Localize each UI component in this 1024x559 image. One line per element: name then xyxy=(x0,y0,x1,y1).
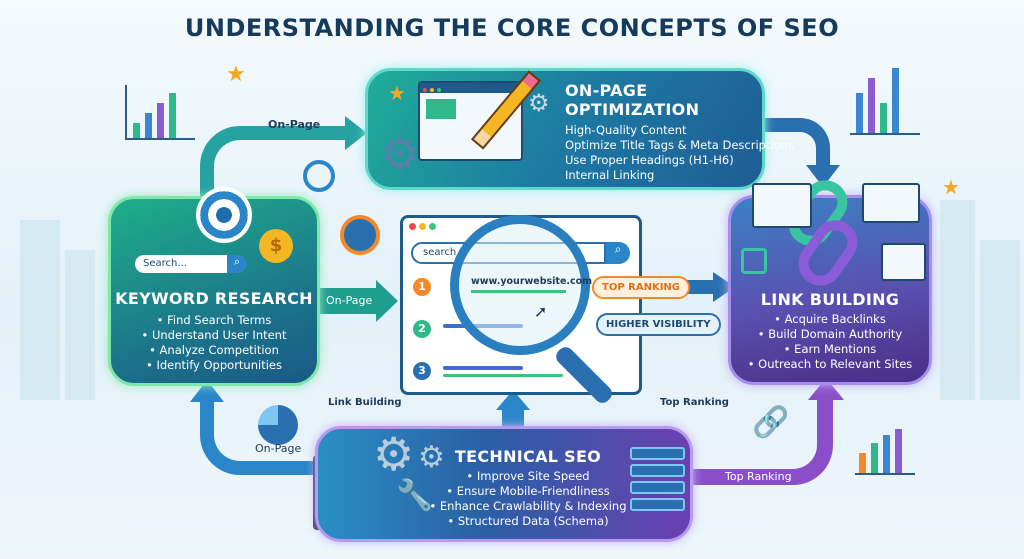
gear-icon: ⚙ xyxy=(528,89,550,117)
arrowhead xyxy=(806,165,840,187)
arrow-label-on-page: On-Page xyxy=(255,442,302,455)
on-page-heading: ON-PAGE xyxy=(565,81,648,100)
webpage-icon xyxy=(862,183,920,223)
page-title: UNDERSTANDING THE CORE CONCEPTS OF SEO xyxy=(184,14,840,42)
list-item: • Find Search Terms xyxy=(156,313,272,327)
list-item: • Acquire Backlinks xyxy=(774,312,886,326)
list-item: High-Quality Content xyxy=(565,123,687,137)
on-page-heading: OPTIMIZATION xyxy=(565,100,700,119)
list-item: • Earn Mentions xyxy=(783,342,877,356)
list-item: • Understand User Intent xyxy=(141,328,287,342)
link-building-heading: LINK BUILDING xyxy=(760,290,900,309)
result-line xyxy=(443,374,563,377)
coins-icon: $ xyxy=(259,229,293,263)
search-button[interactable]: ⌕ xyxy=(606,242,630,264)
arrow-technical-to-keyword xyxy=(200,395,320,475)
bar-chart-icon xyxy=(850,65,920,135)
city-building xyxy=(980,240,1020,400)
list-item: • Identify Opportunities xyxy=(146,358,282,372)
list-item: • Ensure Mobile-Friendliness xyxy=(446,484,610,498)
search-results-browser: search ⌕ 1 2 3 xyxy=(400,215,642,395)
list-item: Internal Linking xyxy=(565,168,655,182)
city-building xyxy=(940,200,975,400)
star-icon: ★ xyxy=(388,81,406,105)
target-icon xyxy=(196,187,252,243)
rank-badge: 2 xyxy=(413,320,431,338)
label-link-building: Link Building xyxy=(328,397,402,408)
server-icon xyxy=(630,447,685,511)
arrowhead xyxy=(376,280,398,322)
bar-chart-icon xyxy=(125,85,195,140)
list-item: Use Proper Headings (H1-H6) xyxy=(565,153,734,167)
browser-titlebar xyxy=(403,218,639,232)
list-item: Optimize Title Tags & Meta Descriptions xyxy=(565,138,794,152)
arrow-label-on-page: On-Page xyxy=(268,118,321,131)
city-building xyxy=(65,250,95,400)
list-item: • Analyze Competition xyxy=(149,343,279,357)
cursor-icon: ➚ xyxy=(534,302,548,321)
search-input[interactable]: Search... xyxy=(135,255,227,273)
bar-chart-icon xyxy=(855,429,915,475)
on-page-optimization-card: ⚙ ⚙ ★ ON-PAGE OPTIMIZATION High-Quality … xyxy=(365,68,794,190)
technical-seo-heading: TECHNICAL SEO xyxy=(454,447,602,466)
arrow-technical-to-search xyxy=(502,408,524,428)
search-button[interactable]: ⌕ xyxy=(227,255,247,273)
magnifying-glass: www.yourwebsite.com ➚ xyxy=(450,215,593,355)
city-building xyxy=(20,220,60,400)
rank-badge: 3 xyxy=(413,362,431,380)
arrow-label-on-page: On-Page xyxy=(326,294,373,307)
gear-icon: ⚙ xyxy=(418,440,445,475)
result-line xyxy=(443,366,523,370)
callout-higher-visibility: HIGHER VISIBILITY xyxy=(596,313,721,336)
star-icon: ★ xyxy=(942,175,960,199)
arrow-keyword-to-search xyxy=(318,288,378,314)
webpage-icon xyxy=(881,243,926,281)
webpage-icon xyxy=(752,183,812,228)
arrow-label-top-ranking: Top Ranking xyxy=(725,470,792,483)
list-item: • Build Domain Authority xyxy=(757,327,903,341)
external-link-icon xyxy=(741,248,767,274)
result-url: www.yourwebsite.com xyxy=(471,276,593,287)
list-item: • Structured Data (Schema) xyxy=(447,514,609,528)
list-item: • Outreach to Relevant Sites xyxy=(747,357,913,371)
technical-seo-card: ⚙ ⚙ 🔧 TECHNICAL SEO • Improve Site Speed… xyxy=(315,426,693,542)
webpage-icon xyxy=(418,81,523,161)
wrench-icon: 🔧 xyxy=(396,478,434,513)
label-top-ranking: Top Ranking xyxy=(660,397,729,408)
chain-link-icon: 🔗 xyxy=(752,405,790,440)
gear-icon: ⚙ xyxy=(373,427,415,481)
arrowhead xyxy=(496,390,530,410)
star-icon: ★ xyxy=(226,62,246,87)
callout-top-ranking: TOP RANKING xyxy=(592,276,690,299)
keyword-research-card: Search... ⌕ $ KEYWORD RESEARCH • Find Se… xyxy=(108,187,320,386)
list-item: • Improve Site Speed xyxy=(466,469,590,483)
arrowhead xyxy=(345,116,367,150)
user-avatar-icon xyxy=(340,215,380,255)
list-item: • Enhance Crawlability & Indexing xyxy=(429,499,627,513)
gear-icon: ⚙ xyxy=(380,129,420,180)
rank-badge: 1 xyxy=(413,278,431,296)
keyword-research-heading: KEYWORD RESEARCH xyxy=(115,289,313,308)
